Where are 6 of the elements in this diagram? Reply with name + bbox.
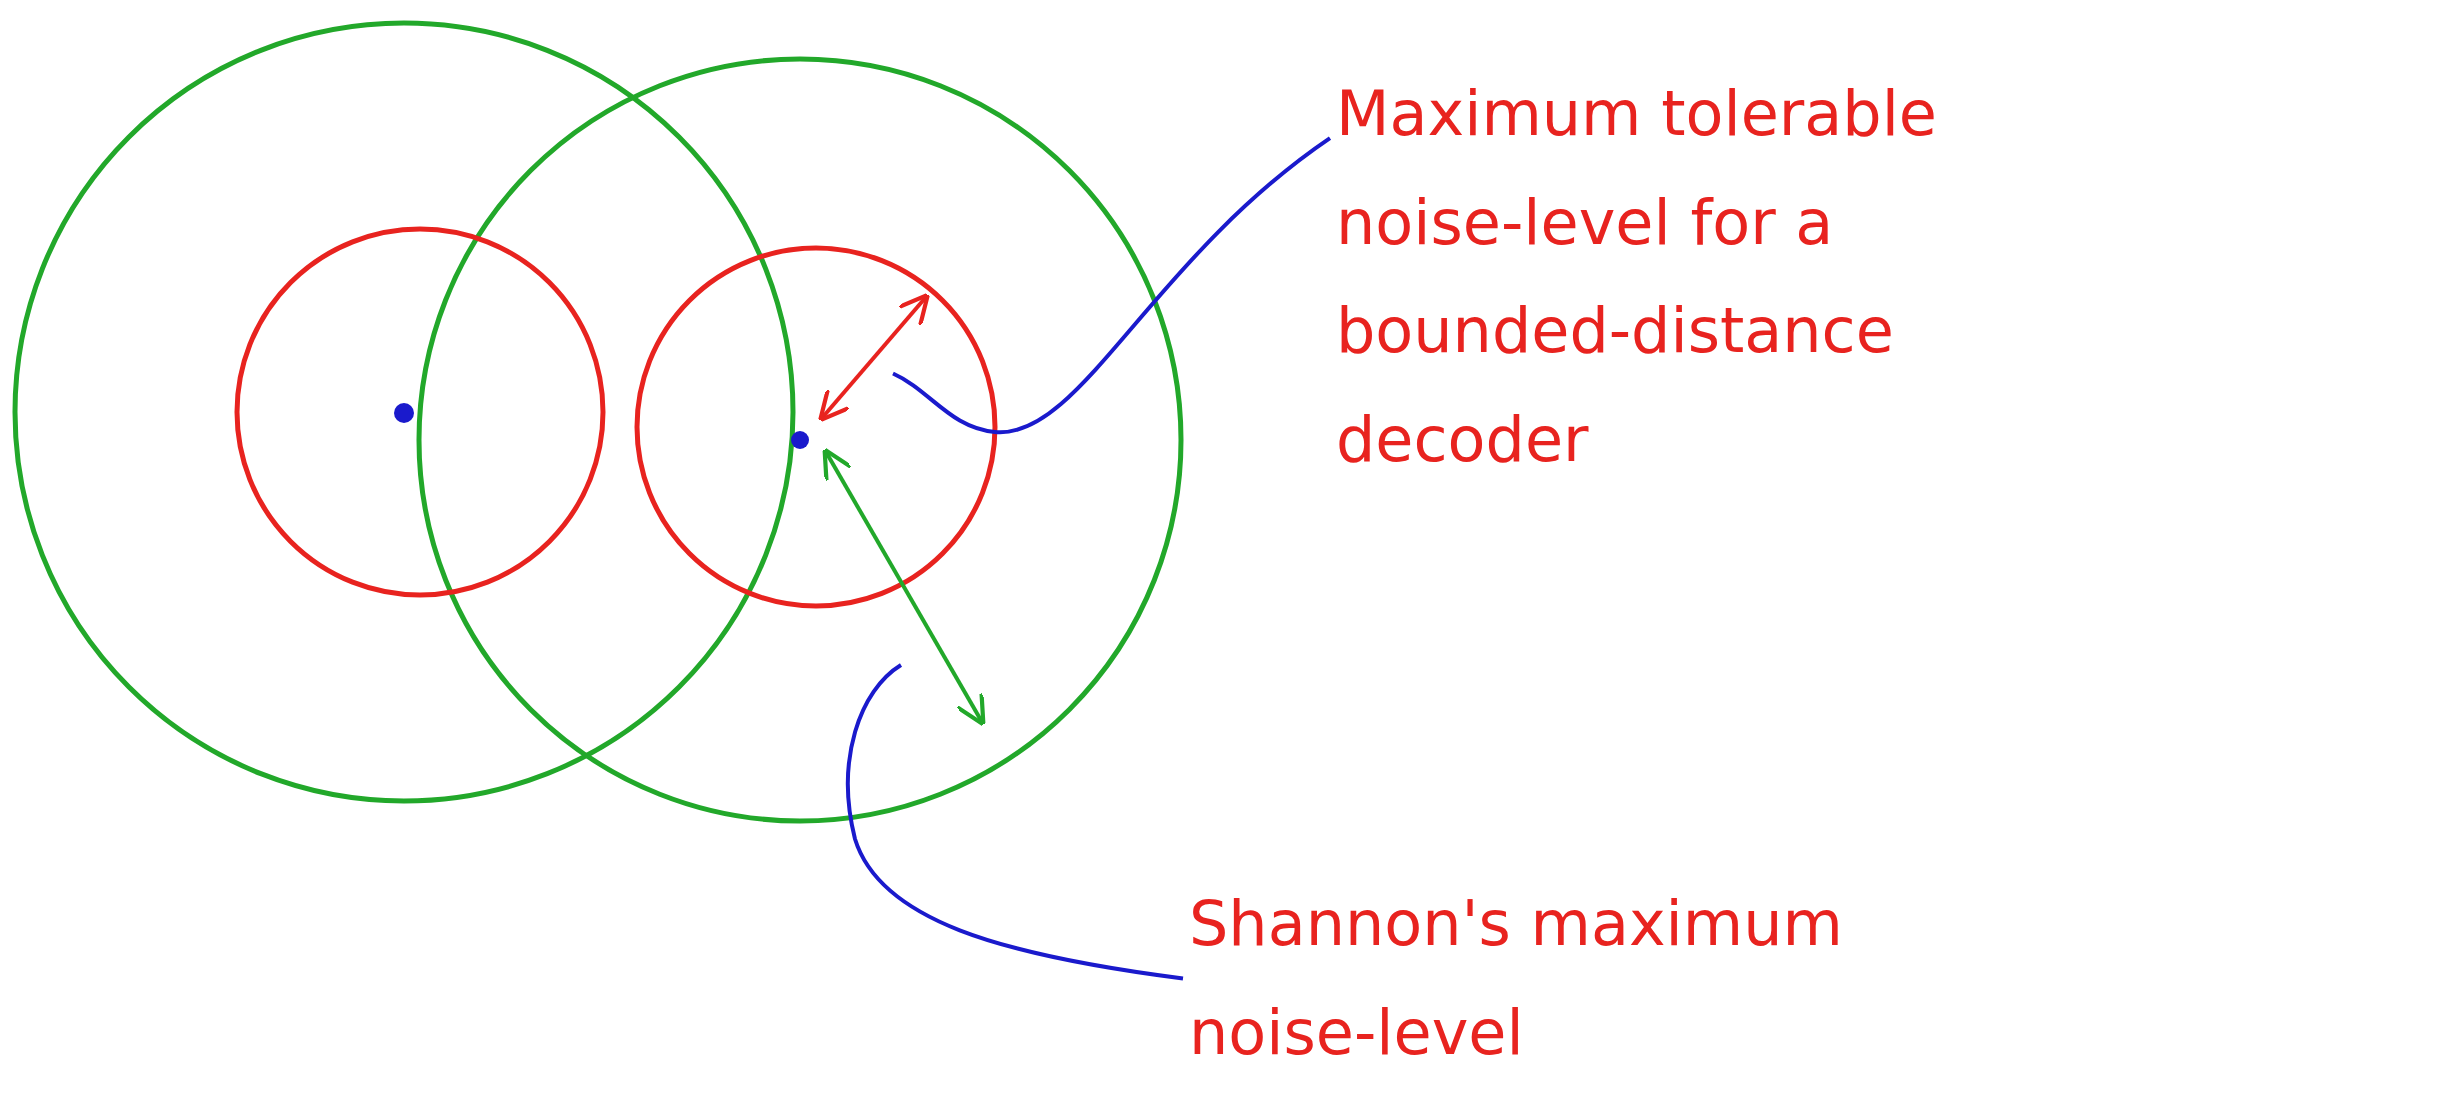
leader-line bbox=[846, 663, 1184, 981]
annotation-text: Shannon's maximum noise-level bbox=[1189, 870, 1929, 1087]
double-arrow bbox=[818, 292, 930, 423]
double-arrow bbox=[822, 447, 986, 727]
leader-line bbox=[892, 136, 1332, 434]
annotation-text: Maximum tolerable noise-level for a bounded-distance decoder bbox=[1336, 60, 2056, 494]
